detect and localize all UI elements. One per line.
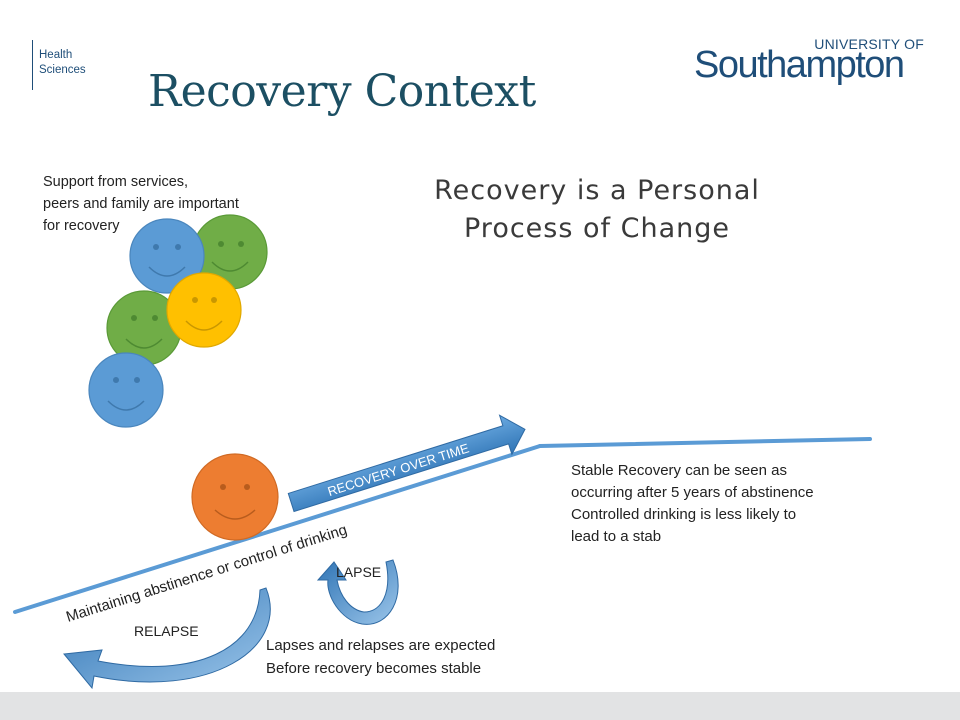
smiley-orange	[191, 453, 279, 541]
faculty-line-1: Health	[39, 49, 73, 61]
university-logo-main: Southampton	[694, 44, 905, 86]
stable-line-2: occurring after 5 years of abstinence	[571, 484, 814, 501]
stable-line-4: lead to a stable	[571, 528, 661, 545]
stable-line-3: Controlled drinking is less likely to	[571, 506, 797, 523]
support-line-3: for recovery	[43, 218, 120, 234]
lapses-line-2: Before recovery becomes stable	[266, 660, 482, 677]
footer-band	[0, 692, 960, 720]
slide-subtitle: Recovery is a Personal Process of Change	[412, 172, 782, 248]
recovery-timeline-slope	[13, 444, 542, 614]
subtitle-line-2: Process of Change	[464, 213, 730, 244]
support-line-2: peers and family are important	[43, 196, 239, 212]
faculty-line-2: Sciences	[39, 64, 86, 76]
recovery-timeline-flat	[538, 437, 872, 448]
smiley-yellow	[166, 272, 242, 348]
lapses-text: Lapses and relapses are expected Before …	[266, 634, 495, 680]
lapse-arrow	[316, 559, 399, 625]
smiley-blue-top	[129, 218, 205, 294]
university-logo: UNIVERSITY OF Southampton	[694, 36, 924, 92]
slide-title: Recovery Context	[148, 66, 536, 117]
faculty-badge: Health Sciences	[32, 40, 86, 90]
stable-recovery-text: Stable Recovery can be seen as occurring…	[571, 460, 863, 548]
support-text: Support from services, peers and family …	[43, 171, 275, 237]
maintaining-label: Maintaining abstinence or control of dri…	[64, 521, 349, 625]
lapses-line-1: Lapses and relapses are expected	[266, 637, 496, 654]
smiley-blue-bottom	[88, 352, 164, 428]
relapse-arrow	[63, 587, 271, 690]
subtitle-line-1: Recovery is a Personal	[434, 175, 760, 206]
recovery-over-time-arrow: RECOVERY OVER TIME	[287, 414, 526, 513]
stable-line-1: Stable Recovery can be seen as	[571, 462, 787, 479]
lapse-label: LAPSE	[336, 564, 382, 580]
university-logo-top: UNIVERSITY OF	[814, 36, 924, 52]
relapse-label: RELAPSE	[134, 623, 199, 639]
support-line-1: Support from services,	[43, 174, 189, 190]
